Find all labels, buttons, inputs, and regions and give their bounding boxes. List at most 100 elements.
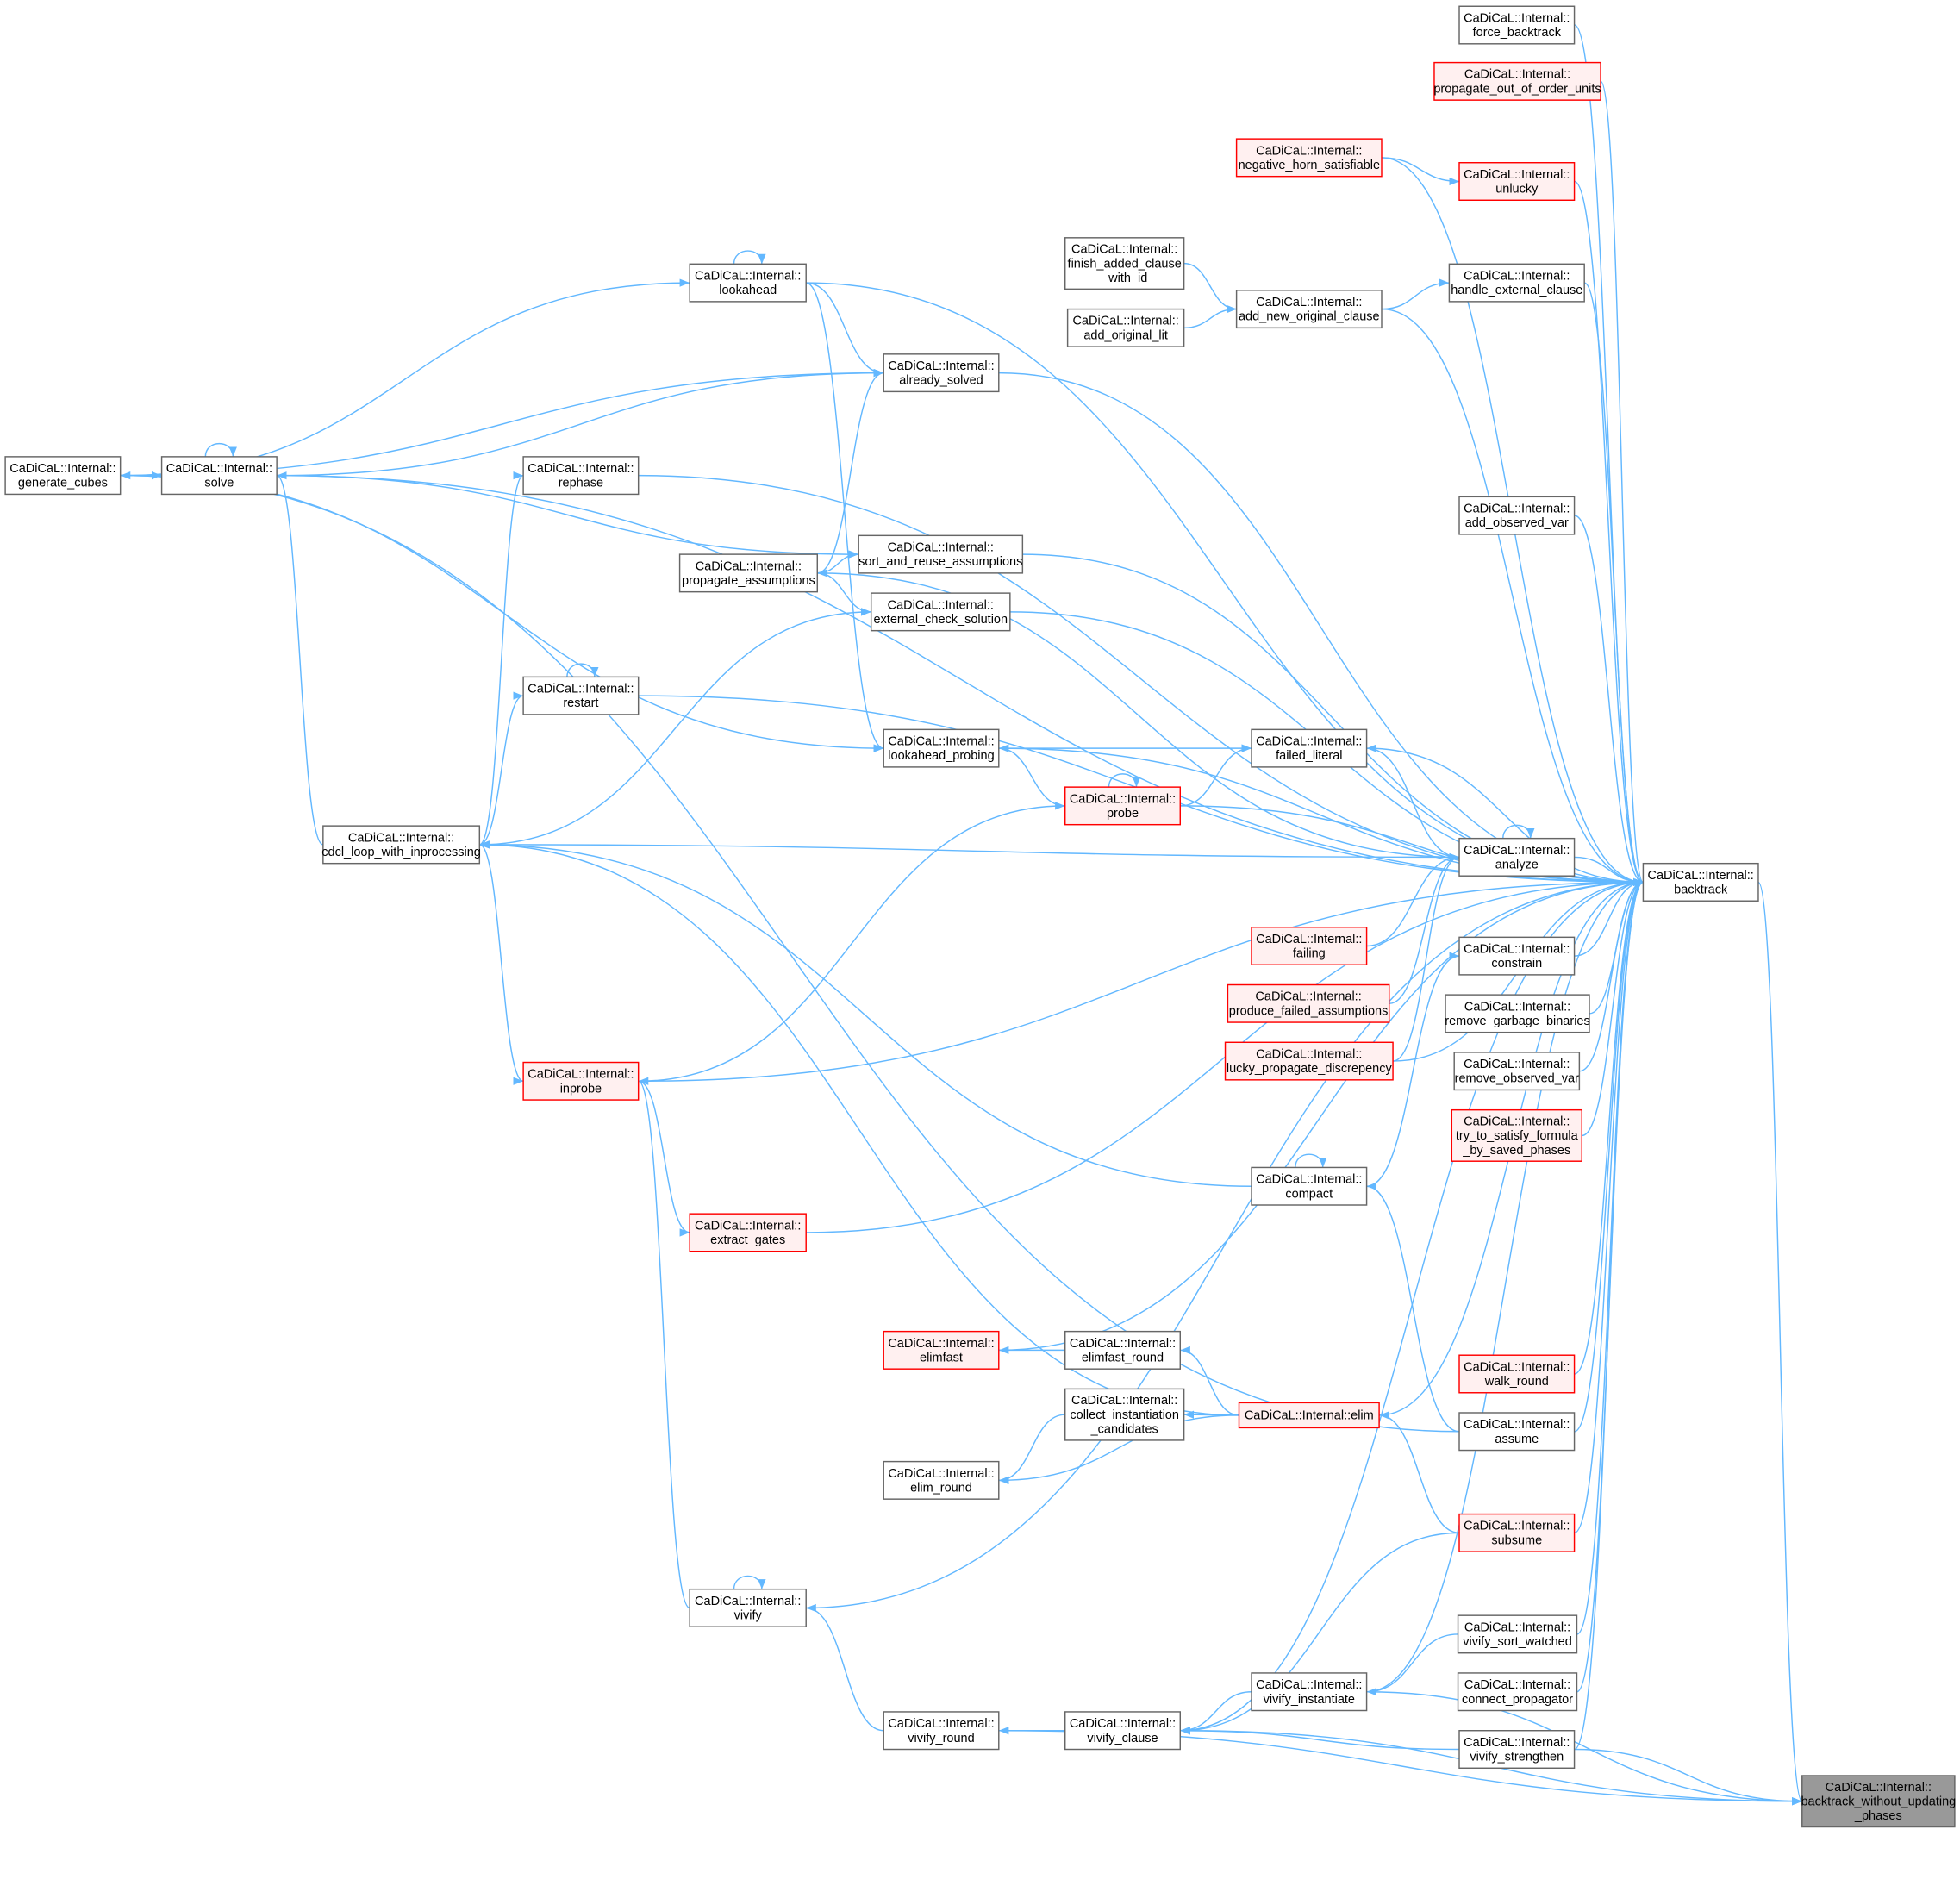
edge-assume-to-compact — [1366, 1182, 1460, 1433]
node-label: already_solved — [899, 374, 983, 388]
node-box — [883, 353, 1000, 393]
node-external-check-solution[interactable]: CaDiCaL::Internal::external_check_soluti… — [870, 592, 1011, 632]
node-label: CaDiCaL::Internal:: — [1464, 1115, 1570, 1128]
node-add-new-original-clause[interactable]: CaDiCaL::Internal::add_new_original_clau… — [1235, 290, 1383, 329]
node-extract-gates[interactable]: CaDiCaL::Internal::extract_gates — [689, 1213, 807, 1252]
node-label: _by_saved_phases — [1462, 1144, 1570, 1158]
node-probe[interactable]: CaDiCaL::Internal::probe — [1064, 786, 1182, 826]
node-label: CaDiCaL::Internal:: — [888, 598, 994, 612]
node-label: _candidates — [1090, 1423, 1158, 1437]
node-box — [1445, 994, 1590, 1033]
node-label: lookahead — [719, 284, 777, 297]
node-solve[interactable]: CaDiCaL::Internal::solve — [160, 456, 278, 496]
node-elimfast-round[interactable]: CaDiCaL::Internal::elimfast_round — [1064, 1330, 1182, 1370]
node-constrain[interactable]: CaDiCaL::Internal::constrain — [1458, 936, 1576, 976]
node-label: CaDiCaL::Internal:: — [888, 1467, 994, 1481]
node-label: CaDiCaL::Internal:: — [1464, 1520, 1570, 1533]
node-backtrack-without-updating-phases[interactable]: CaDiCaL::Internal::backtrack_without_upd… — [1801, 1775, 1956, 1828]
edge-constrain-to-backtrack — [1574, 877, 1644, 957]
node-propagate-out-of-order-units[interactable]: CaDiCaL::Internal::propagate_out_of_orde… — [1433, 61, 1601, 101]
node-cdcl-loop-with-inprocessing[interactable]: CaDiCaL::Internal::cdcl_loop_with_inproc… — [321, 825, 481, 865]
node-inprobe[interactable]: CaDiCaL::Internal::inprobe — [522, 1061, 640, 1101]
node-add-observed-var[interactable]: CaDiCaL::Internal::add_observed_var — [1458, 496, 1576, 535]
edge-probe-to-lookahead_probing — [998, 744, 1065, 807]
node-lookahead-probing[interactable]: CaDiCaL::Internal::lookahead_probing — [883, 728, 1000, 768]
node-negative-horn-satisfiable[interactable]: CaDiCaL::Internal::negative_horn_satisfi… — [1235, 138, 1383, 178]
edge-elim-to-cdcl_loop_with_inprocessing — [479, 840, 1239, 1416]
node-try-to-satisfy-formula-by-saved-phases[interactable]: CaDiCaL::Internal::try_to_satisfy_formul… — [1451, 1108, 1583, 1162]
node-compact[interactable]: CaDiCaL::Internal::compact — [1251, 1166, 1368, 1206]
node-label: CaDiCaL::Internal:: — [1464, 1000, 1570, 1014]
edge-elimfast-to-backtrack — [998, 877, 1644, 1352]
edge-assume-to-backtrack — [1574, 878, 1644, 1433]
node-vivify[interactable]: CaDiCaL::Internal::vivify — [689, 1588, 807, 1627]
node-already-solved[interactable]: CaDiCaL::Internal::already_solved — [883, 353, 1000, 393]
node-box — [1224, 1041, 1394, 1081]
edge-vivify-to-inprobe — [638, 1077, 690, 1609]
node-remove-garbage-binaries[interactable]: CaDiCaL::Internal::remove_garbage_binari… — [1445, 994, 1590, 1033]
node-vivify-round[interactable]: CaDiCaL::Internal::vivify_round — [883, 1711, 1000, 1751]
node-elimfast[interactable]: CaDiCaL::Internal::elimfast — [883, 1330, 1000, 1370]
node-label: CaDiCaL::Internal:: — [1070, 1337, 1176, 1351]
node-failed-literal[interactable]: CaDiCaL::Internal::failed_literal — [1251, 728, 1368, 768]
node-sort-and-reuse-assumptions[interactable]: CaDiCaL::Internal::sort_and_reuse_assump… — [858, 534, 1024, 574]
node-assume[interactable]: CaDiCaL::Internal::assume — [1458, 1412, 1576, 1452]
node-label: CaDiCaL::Internal:: — [695, 1219, 801, 1233]
edge-solve-to-already_solved — [277, 368, 884, 477]
edge-vivify-to-backtrack — [806, 877, 1644, 1609]
node-remove-observed-var[interactable]: CaDiCaL::Internal::remove_observed_var — [1453, 1052, 1581, 1091]
node-vivify-instantiate[interactable]: CaDiCaL::Internal::vivify_instantiate — [1251, 1672, 1368, 1712]
node-analyze[interactable]: CaDiCaL::Internal::analyze — [1458, 837, 1576, 877]
node-force-backtrack[interactable]: CaDiCaL::Internal::force_backtrack — [1458, 5, 1576, 45]
node-elim[interactable]: CaDiCaL::Internal::elim — [1238, 1402, 1380, 1429]
node-walk-round[interactable]: CaDiCaL::Internal::walk_round — [1458, 1354, 1576, 1394]
edge-compact-to-compact — [1295, 1153, 1327, 1168]
edge-compact-to-constrain — [1366, 952, 1460, 1187]
node-finish-added-clause-with-id[interactable]: CaDiCaL::Internal::finish_added_clause_w… — [1064, 237, 1185, 290]
edge-solve-to-solve — [204, 443, 238, 457]
node-label: CaDiCaL::Internal:: — [527, 683, 634, 696]
edge-produce_failed_assumptions-to-analyze — [1389, 852, 1460, 1005]
node-box — [689, 1213, 807, 1252]
node-vivify-strengthen[interactable]: CaDiCaL::Internal::vivify_strengthen — [1458, 1730, 1576, 1770]
node-label: elim_round — [910, 1481, 972, 1495]
node-label: CaDiCaL::Internal:: — [1464, 502, 1570, 515]
node-propagate-assumptions[interactable]: CaDiCaL::Internal::propagate_assumptions — [678, 553, 819, 593]
node-failing[interactable]: CaDiCaL::Internal::failing — [1251, 926, 1368, 966]
node-label: CaDiCaL::Internal:: — [696, 559, 802, 573]
node-collect-instantiation-candidates[interactable]: CaDiCaL::Internal::collect_instantiation… — [1064, 1388, 1185, 1441]
edge-negative_horn_satisfiable-to-unlucky — [1382, 157, 1460, 186]
node-box — [1235, 138, 1383, 178]
node-lucky-propagate-discrepency[interactable]: CaDiCaL::Internal::lucky_propagate_discr… — [1224, 1041, 1394, 1081]
node-add-original-lit[interactable]: CaDiCaL::Internal::add_original_lit — [1066, 308, 1185, 347]
node-rephase[interactable]: CaDiCaL::Internal::rephase — [522, 456, 640, 496]
node-vivify-sort-watched[interactable]: CaDiCaL::Internal::vivify_sort_watched — [1457, 1614, 1578, 1654]
edge-lucky_propagate_discrepency-to-analyze — [1392, 852, 1460, 1062]
node-elim-round[interactable]: CaDiCaL::Internal::elim_round — [883, 1460, 1000, 1500]
node-handle-external-clause[interactable]: CaDiCaL::Internal::handle_external_claus… — [1448, 263, 1585, 303]
edge-collect_instantiation_candidates-to-elim_round — [998, 1414, 1065, 1485]
node-label: connect_propagator — [1462, 1693, 1573, 1707]
edge-analyze-to-cdcl_loop_with_inprocessing — [479, 840, 1460, 859]
node-box — [1457, 1672, 1578, 1712]
node-vivify-clause[interactable]: CaDiCaL::Internal::vivify_clause — [1064, 1711, 1182, 1751]
node-label: CaDiCaL::Internal:: — [1070, 1717, 1176, 1731]
node-label: CaDiCaL::Internal:: — [1464, 68, 1570, 82]
node-subsume[interactable]: CaDiCaL::Internal::subsume — [1458, 1513, 1576, 1552]
node-restart[interactable]: CaDiCaL::Internal::restart — [522, 676, 640, 715]
node-backtrack[interactable]: CaDiCaL::Internal::backtrack — [1642, 862, 1759, 902]
node-produce-failed-assumptions[interactable]: CaDiCaL::Internal::produce_failed_assump… — [1227, 983, 1390, 1023]
node-lookahead[interactable]: CaDiCaL::Internal::lookahead — [689, 263, 807, 303]
edge-analyze-to-failed_literal — [1366, 744, 1460, 859]
node-generate-cubes[interactable]: CaDiCaL::Internal::generate_cubes — [4, 456, 122, 496]
node-connect-propagator[interactable]: CaDiCaL::Internal::connect_propagator — [1457, 1672, 1578, 1712]
node-label: CaDiCaL::Internal:: — [1255, 990, 1361, 1004]
edge-elim-to-elim_round — [998, 1414, 1239, 1485]
node-label: CaDiCaL::Internal:: — [1256, 1678, 1362, 1692]
node-label: failing — [1293, 947, 1326, 961]
node-label: CaDiCaL::Internal:: — [1256, 296, 1362, 309]
node-box — [1066, 308, 1185, 347]
node-label: vivify_sort_watched — [1463, 1635, 1572, 1649]
node-unlucky[interactable]: CaDiCaL::Internal::unlucky — [1458, 161, 1576, 202]
